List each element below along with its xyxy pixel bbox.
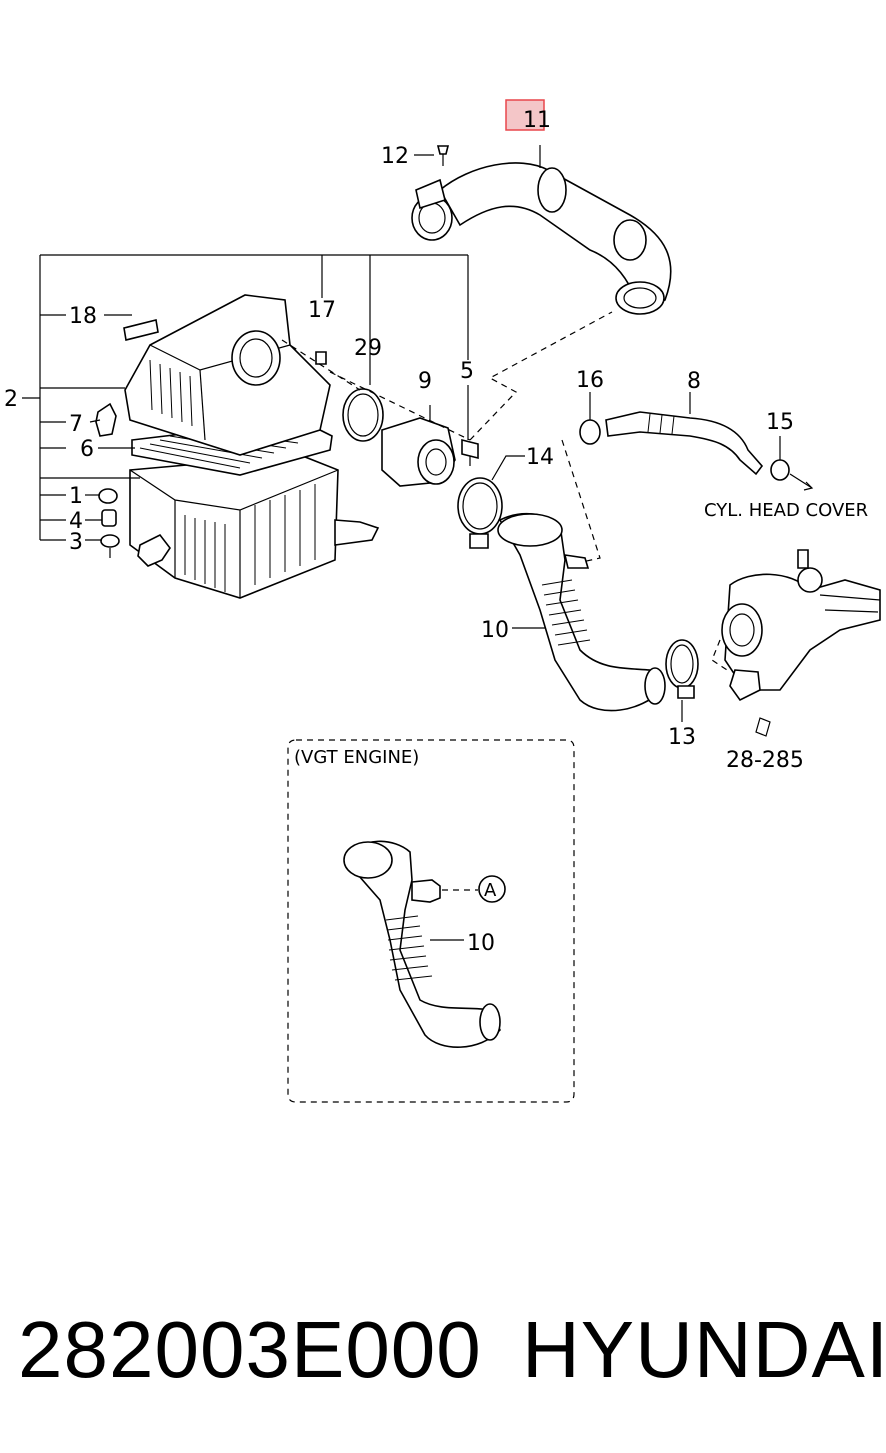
vgt-engine-inset: (VGT ENGINE) A 10 xyxy=(287,739,575,1103)
callout-2: 2 xyxy=(4,387,18,412)
callout-10-vgt: 10 xyxy=(467,931,495,956)
callout-13: 13 xyxy=(668,725,696,750)
callout-8: 8 xyxy=(687,369,701,394)
callout-11-highlight[interactable] xyxy=(505,99,545,131)
callout-circle-a: A xyxy=(484,880,497,901)
callout-29: 29 xyxy=(354,336,382,361)
clip-15 xyxy=(770,459,790,481)
callout-bracket-2 xyxy=(22,254,469,541)
callout-5: 5 xyxy=(460,359,474,384)
bolt-5 xyxy=(461,438,479,460)
footer: 282003E000 HYUNDAI xyxy=(0,1290,886,1410)
intake-hose-11 xyxy=(411,145,672,315)
intake-hose-10 xyxy=(497,512,666,712)
callout-15: 15 xyxy=(766,410,794,435)
callout-11: 11 xyxy=(523,108,551,133)
note-cyl-head-cover: CYL. HEAD COVER xyxy=(704,500,868,521)
callout-4: 4 xyxy=(69,509,83,534)
callout-1: 1 xyxy=(69,484,83,509)
clip-16 xyxy=(579,419,601,445)
callout-16: 16 xyxy=(576,368,604,393)
part-number: 282003E000 xyxy=(18,1305,482,1394)
callout-9: 9 xyxy=(418,369,432,394)
airflow-sensor-9 xyxy=(381,405,456,487)
callout-14: 14 xyxy=(526,445,554,470)
callout-6: 6 xyxy=(80,437,94,462)
clamp-14 xyxy=(457,455,525,549)
gasket-29 xyxy=(342,388,384,442)
clamp-13 xyxy=(665,639,699,722)
turbocharger xyxy=(711,549,881,737)
callout-3: 3 xyxy=(69,530,83,555)
brand-name: HYUNDAI xyxy=(522,1305,886,1394)
callout-10: 10 xyxy=(481,618,509,643)
air-cleaner-assembly xyxy=(95,294,380,599)
callout-7: 7 xyxy=(69,412,83,437)
callout-17: 17 xyxy=(308,298,336,323)
callout-12: 12 xyxy=(381,144,409,169)
screw-12 xyxy=(436,145,450,155)
callout-ref-28-285: 28-285 xyxy=(726,748,804,773)
note-vgt-engine: (VGT ENGINE) xyxy=(294,747,419,768)
breather-hose-8 xyxy=(605,392,764,476)
callout-18: 18 xyxy=(69,304,97,329)
